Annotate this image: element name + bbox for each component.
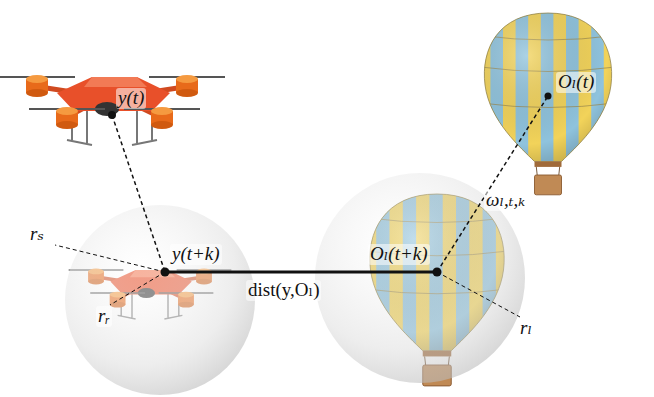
math-label: rᵣ [96, 306, 112, 327]
math-label: ωₗ,ₜ,ₖ [484, 190, 527, 211]
math-label: Oₗ(t) [556, 72, 596, 93]
math-label: dist(y,Oₗ) [246, 280, 321, 301]
math-label: y(t+k) [170, 244, 222, 265]
math-label: Oₗ(t+k) [368, 244, 430, 265]
math-label: rₗ [518, 318, 534, 339]
math-label: rₛ [28, 224, 46, 245]
math-label: y(t) [116, 88, 146, 109]
